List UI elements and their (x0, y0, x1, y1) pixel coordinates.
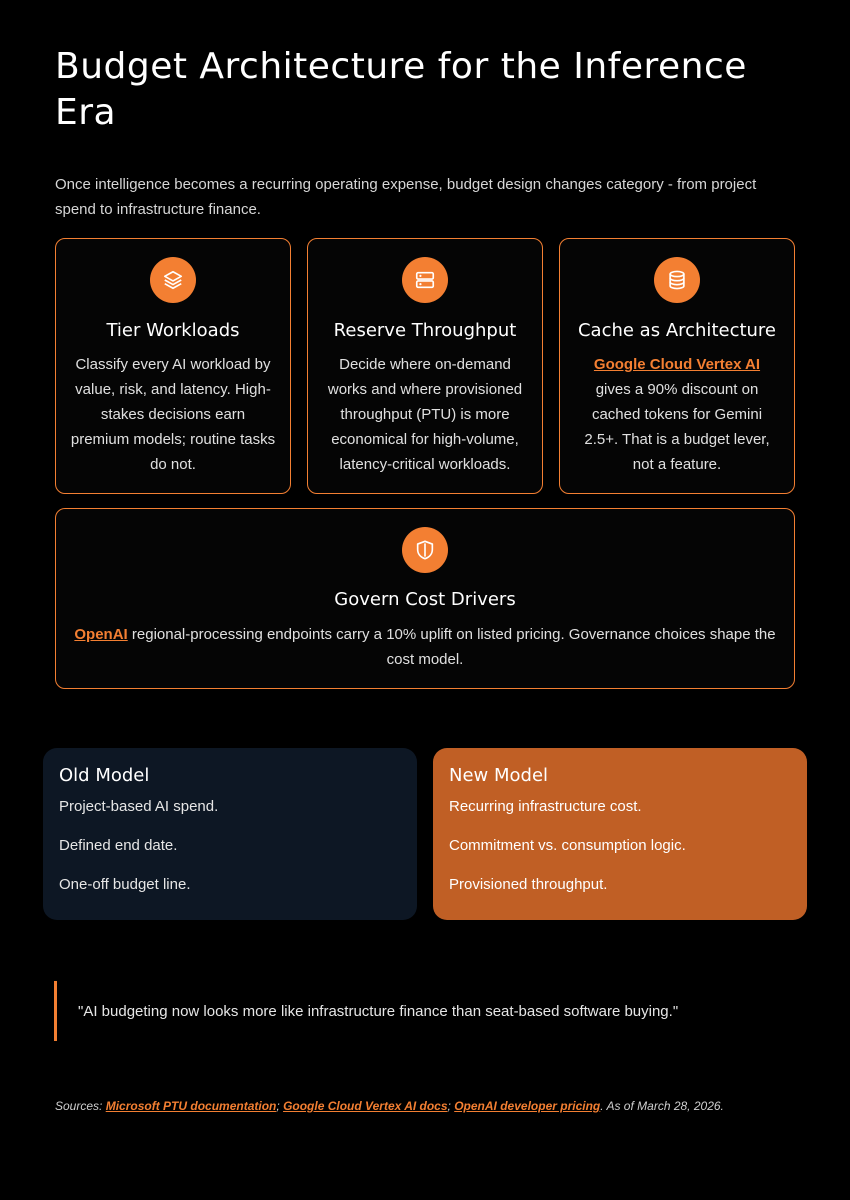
card-cache-architecture: Cache as Architecture Google Cloud Verte… (559, 238, 795, 494)
vertex-docs-link[interactable]: Google Cloud Vertex AI docs (283, 1099, 448, 1113)
separator: ; (276, 1099, 280, 1113)
layers-icon (150, 257, 196, 303)
list-item: One-off budget line. (59, 876, 191, 893)
microsoft-ptu-link[interactable]: Microsoft PTU documentation (105, 1099, 277, 1113)
old-model-title: Old Model (59, 765, 150, 786)
list-item: Commitment vs. consumption logic. (449, 837, 686, 854)
card-text: Google Cloud Vertex AI gives a 90% disco… (574, 352, 780, 477)
openai-pricing-link[interactable]: OpenAI developer pricing (454, 1099, 601, 1113)
shield-icon (402, 527, 448, 573)
vertex-ai-link[interactable]: Google Cloud Vertex AI (593, 356, 761, 373)
card-text-body: regional-processing endpoints carry a 10… (131, 626, 776, 668)
sources-suffix: . As of March 28, 2026. (600, 1099, 724, 1113)
card-title: Govern Cost Drivers (334, 589, 516, 610)
old-model-panel: Old Model Project-based AI spend. Define… (43, 748, 417, 920)
list-item: Recurring infrastructure cost. (449, 798, 642, 815)
card-title: Cache as Architecture (577, 320, 777, 341)
database-icon (654, 257, 700, 303)
page-title: Budget Architecture for the Inference Er… (55, 46, 747, 133)
new-model-title: New Model (449, 765, 549, 786)
card-text: Classify every AI workload by value, ris… (70, 356, 276, 473)
separator: ; (447, 1099, 451, 1113)
sources-prefix: Sources: (55, 1099, 103, 1113)
card-text: Decide where on-demand works and where p… (327, 356, 523, 473)
card-title: Reserve Throughput (333, 320, 517, 341)
card-text-body: gives a 90% discount on cached tokens fo… (584, 381, 770, 473)
list-item: Project-based AI spend. (59, 798, 219, 815)
card-reserve-throughput: Reserve Throughput Decide where on-deman… (307, 238, 543, 494)
list-item: Provisioned throughput. (449, 876, 608, 893)
card-tier-workloads: Tier Workloads Classify every AI workloa… (55, 238, 291, 494)
openai-link[interactable]: OpenAI (74, 626, 128, 643)
card-text: OpenAI regional-processing endpoints car… (74, 622, 776, 672)
sources-footnote: Sources: Microsoft PTU documentation; Go… (55, 1098, 815, 1114)
card-title: Tier Workloads (106, 320, 240, 341)
server-icon (402, 257, 448, 303)
intro-text: Once intelligence becomes a recurring op… (55, 176, 757, 218)
card-govern-cost-drivers: Govern Cost Drivers OpenAI regional-proc… (55, 508, 795, 689)
new-model-panel: New Model Recurring infrastructure cost.… (433, 748, 807, 920)
pull-quote: "AI budgeting now looks more like infras… (54, 981, 794, 1041)
list-item: Defined end date. (59, 837, 178, 854)
